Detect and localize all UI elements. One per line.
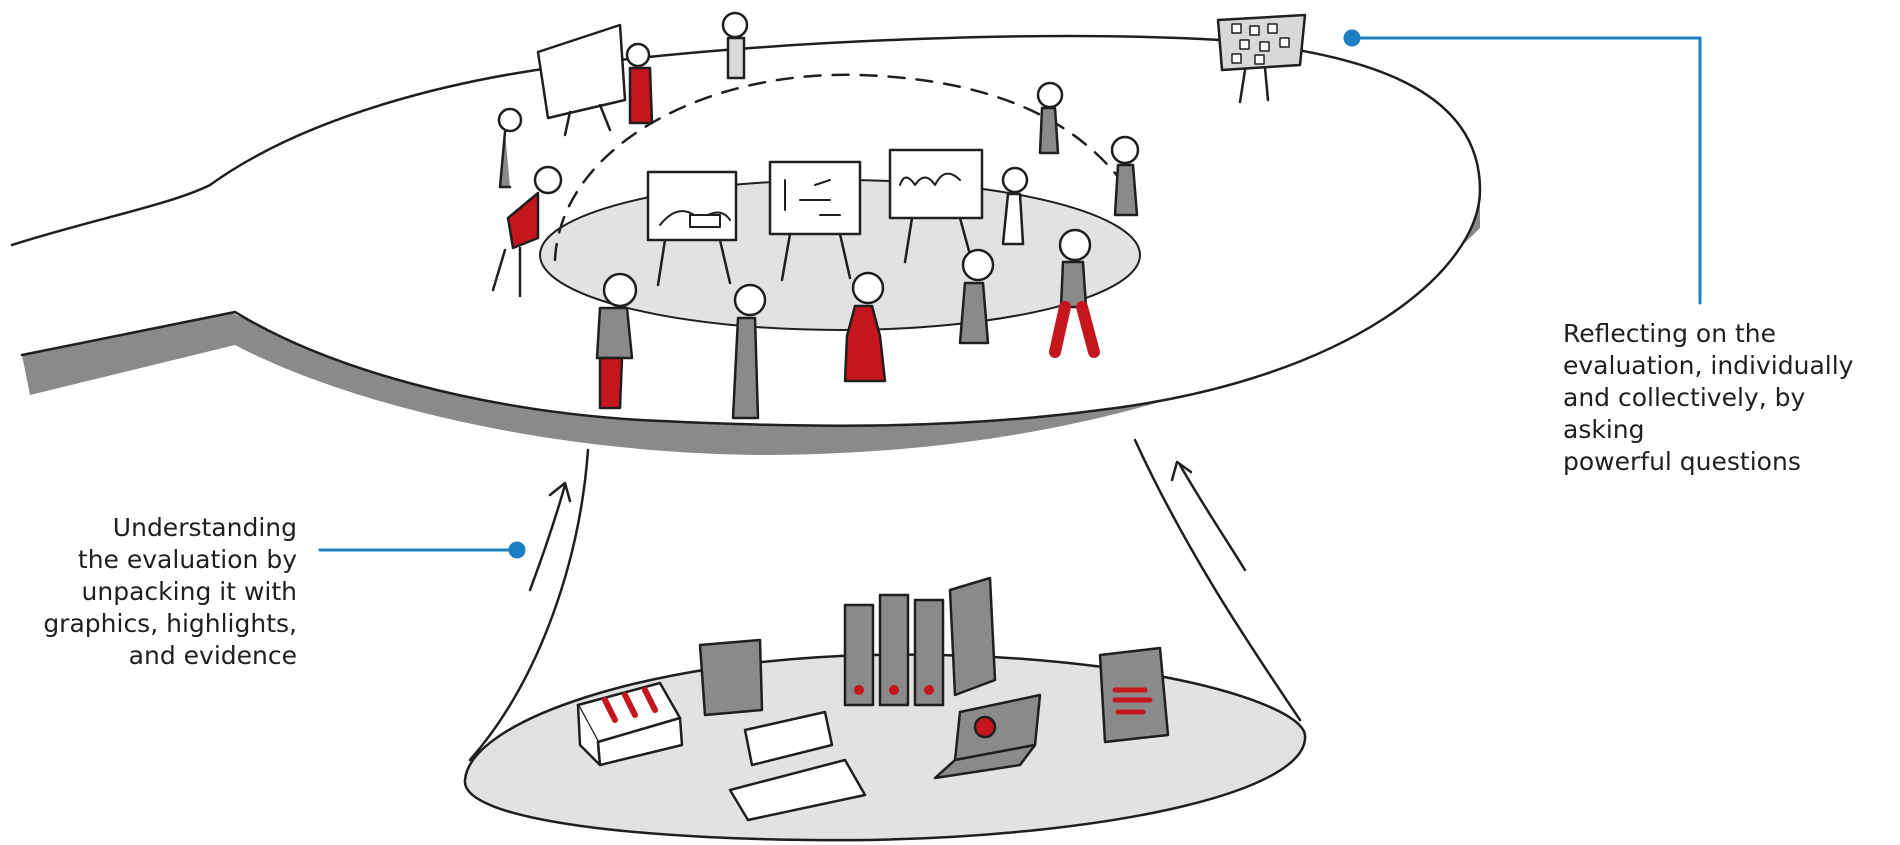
easel-3 <box>888 148 984 264</box>
callout-right-connector <box>1343 29 1702 305</box>
report-stack-1 <box>576 681 684 767</box>
beam <box>468 438 1302 762</box>
clipboard-left <box>698 638 764 717</box>
clipboard-right <box>1098 646 1170 744</box>
callout-left-connector <box>318 541 526 559</box>
arrow-up-right <box>1170 460 1247 572</box>
upper-platform <box>10 34 1482 455</box>
easel-2 <box>768 160 862 282</box>
laptop <box>933 693 1042 780</box>
dashed-arc <box>553 73 1137 262</box>
easel-1 <box>646 170 738 287</box>
report-stack-2 <box>728 710 867 822</box>
people-group <box>491 11 1140 420</box>
lower-platform <box>463 576 1307 842</box>
callout-understanding-text: Understanding the evaluation by unpackin… <box>43 513 297 670</box>
flipchart <box>536 23 627 137</box>
arrow-up-left <box>528 481 572 592</box>
binders <box>843 576 997 707</box>
callout-reflecting-text: Reflecting on the evaluation, individual… <box>1563 319 1854 476</box>
sticky-board <box>1216 13 1307 104</box>
